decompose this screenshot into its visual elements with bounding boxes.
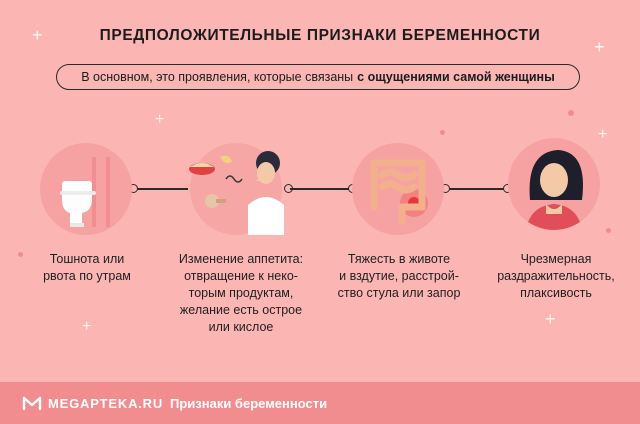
food-aversion-icon [189,151,284,235]
megapteka-logo-icon [22,396,42,411]
plus-decoration-icon: + [545,309,556,329]
caption-appetite: Изменение аппетита: отвращение к неко- т… [178,252,304,334]
connector-line [290,188,352,190]
subtitle-pill: В основном, это проявления, которые связ… [56,64,580,90]
connector-line [136,188,188,190]
subtitle-bold-text: с ощущениями самой женщины [357,70,555,84]
dot-decoration [606,228,611,233]
plus-decoration-icon: + [155,111,165,128]
footer-title: Признаки беременности [170,396,328,411]
step-circle-nausea [40,143,132,235]
step-circle-mood [508,138,600,230]
intestine-icon [370,159,428,225]
plus-decoration-icon: + [32,25,43,45]
plus-decoration-icon: + [82,318,92,335]
footer-bar: MEGAPTEKA.RU Признаки беременности [0,382,640,424]
logo-text[interactable]: MEGAPTEKA.RU [48,396,164,411]
caption-digestion: Тяжесть в животе и вздутие, расстрой- ст… [337,252,461,300]
dot-decoration [568,110,574,116]
plus-decoration-icon: + [594,37,605,57]
connector-line [446,188,506,190]
plus-decoration-icon: + [598,126,608,143]
caption-mood: Чрезмерная раздражительность, плаксивост… [497,252,615,300]
dot-decoration [18,252,23,257]
step-circle-appetite [189,143,284,235]
caption-nausea: Тошнота или рвота по утрам [43,252,131,283]
page-title: ПРЕДПОЛОЖИТЕЛЬНЫЕ ПРИЗНАКИ БЕРЕМЕННОСТИ [99,27,541,44]
toilet-icon [60,157,110,227]
dot-decoration [440,130,445,135]
subtitle-text: В основном, это проявления, которые связ… [81,70,354,84]
sad-woman-icon [526,150,583,230]
step-circle-digestion [352,143,444,235]
